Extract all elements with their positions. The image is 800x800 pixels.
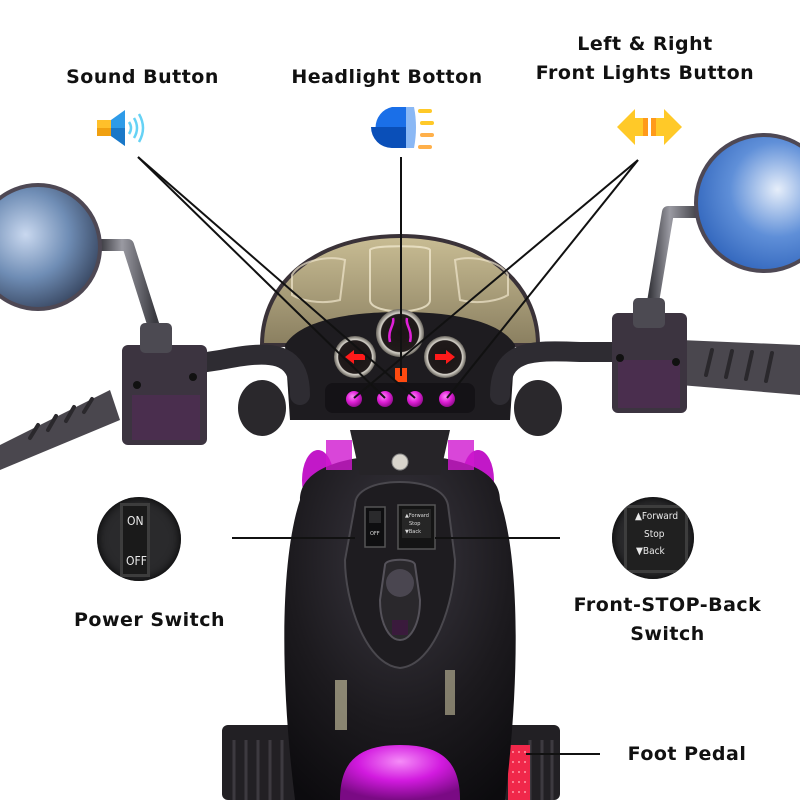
sound-button-label: Sound Button [66,66,219,88]
direction-rocker-switch [624,505,688,573]
headlight-icon [370,105,438,150]
tank-stop-label: Stop [409,521,421,527]
handlebar-right [490,341,670,405]
direction-stop-label: Stop [644,529,665,540]
grip-right [680,340,800,395]
foot-pedal-label: Foot Pedal [627,743,747,765]
tank-forward-label: ▲Forward [405,513,429,519]
turn-lights-label-line2: Front Lights Button [535,62,755,84]
direction-forward-label: ▲Forward [635,511,679,522]
direction-switch-label-line2: Switch [630,623,705,645]
turn-signal-arrows-icon [617,108,682,146]
power-rocker-switch [120,503,150,577]
leader-lines [137,156,639,755]
power-switch-label: Power Switch [73,609,226,631]
direction-switch-label-line1: Front-STOP-Back [573,594,762,616]
tank-off-label: OFF [370,531,380,537]
dash-button-4 [439,391,455,407]
mirror-right [694,133,800,273]
power-on-label: ON [127,514,144,528]
front-fender [340,745,460,800]
handlebar-left [130,344,310,405]
foot-pedal [508,745,530,800]
power-off-label: OFF [126,554,147,568]
turn-lights-label-line1: Left & Right [577,33,713,55]
headlight-button-label: Headlight Botton [291,66,483,88]
tank-back-label: ▼Back [405,529,421,535]
speaker-icon [95,108,150,148]
direction-switch-closeup: ▲Forward Stop ▼Back [612,497,694,579]
power-switch-closeup: ON OFF [97,497,181,581]
left-footboard [222,725,302,800]
direction-back-label: ▼Back [636,546,665,557]
mirror-left [0,183,102,311]
grip-left [0,390,120,470]
